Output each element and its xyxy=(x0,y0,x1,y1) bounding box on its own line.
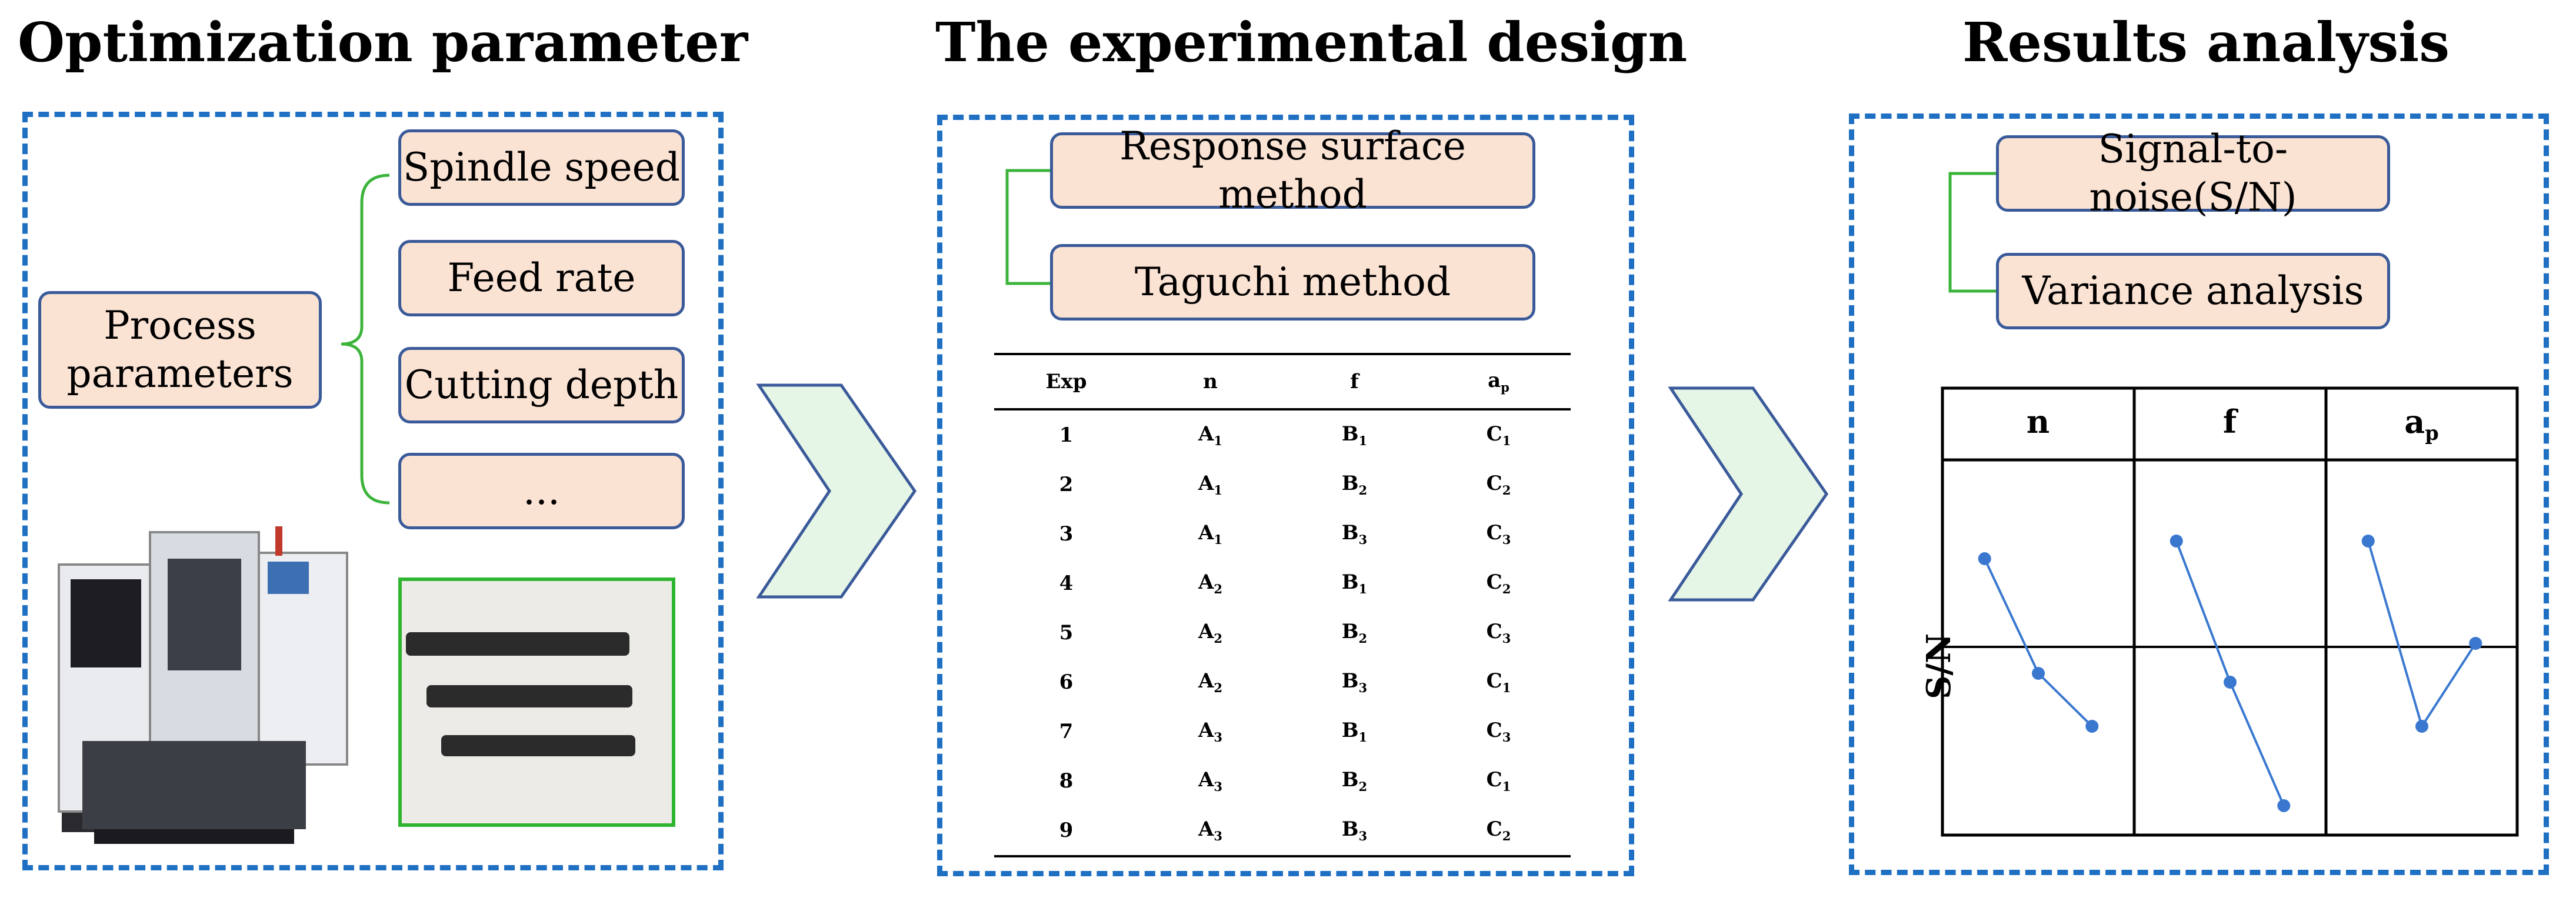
table-cell: C3 xyxy=(1486,521,1511,547)
table-row: 3 A1 B3 C3 xyxy=(994,509,1571,559)
method-signal-to-noise: Signal-to-noise(S/N) xyxy=(1996,126,2390,220)
table-cell: B3 xyxy=(1341,669,1368,695)
table-header-row: Exp n f ap xyxy=(994,354,1571,409)
grid-header-ap: ap xyxy=(2404,403,2439,445)
table-cell: A3 xyxy=(1198,817,1223,843)
table-row: 7 A3 B1 C3 xyxy=(994,707,1571,756)
title-results-analysis: Results analysis xyxy=(1962,11,2450,74)
panel-experimental-design xyxy=(937,115,1634,876)
table-cell: A3 xyxy=(1198,768,1223,794)
grid-header-n: n xyxy=(2026,403,2050,440)
param-more: ... xyxy=(398,453,685,529)
table-row: 4 A2 B1 C2 xyxy=(994,559,1571,608)
grid-header-f: f xyxy=(2222,403,2237,440)
param-spindle-speed: Spindle speed xyxy=(398,129,685,206)
table-cell: A1 xyxy=(1198,521,1223,547)
table-cell: B2 xyxy=(1341,472,1368,498)
table-cell: C1 xyxy=(1486,669,1511,695)
table-header-cell: f xyxy=(1350,370,1359,393)
table-cell: B1 xyxy=(1341,719,1368,745)
panel-optimization xyxy=(22,112,724,870)
y-axis-label: S/N xyxy=(1919,633,1959,700)
panel-results xyxy=(1849,114,2549,875)
table-cell: C3 xyxy=(1486,719,1511,745)
process-parameters-box: Process parameters xyxy=(38,291,322,409)
table-cell: A1 xyxy=(1198,422,1223,448)
table-row: 5 A2 B2 C3 xyxy=(994,608,1571,657)
table-cell: 9 xyxy=(1059,819,1074,842)
table-cell: C3 xyxy=(1486,620,1511,646)
table-row: 8 A3 B2 C1 xyxy=(994,756,1571,806)
table-row: 1 A1 B1 C1 xyxy=(994,409,1571,460)
table-cell: B2 xyxy=(1341,620,1368,646)
table-row: 2 A1 B2 C2 xyxy=(994,460,1571,509)
table-cell: B1 xyxy=(1341,570,1368,596)
table-cell: B3 xyxy=(1341,817,1368,843)
arrow-1 xyxy=(756,383,917,599)
table-cell: A2 xyxy=(1198,669,1223,695)
table-header-cell: ap xyxy=(1488,369,1509,395)
table-cell: B1 xyxy=(1341,422,1368,448)
table-cell: 7 xyxy=(1059,720,1074,743)
table-row: 6 A2 B3 C1 xyxy=(994,657,1571,707)
table-header-cell: n xyxy=(1203,370,1218,393)
table-cell: 8 xyxy=(1059,769,1074,793)
table-cell: A1 xyxy=(1198,472,1223,498)
table-cell: 4 xyxy=(1059,572,1074,595)
table-cell: 3 xyxy=(1059,522,1074,546)
table-header-cell: Exp xyxy=(1045,370,1087,393)
title-optimization-parameter: Optimization parameter xyxy=(18,11,748,74)
table-cell: 6 xyxy=(1059,670,1074,694)
table-cell: B2 xyxy=(1341,768,1368,794)
table-cell: C2 xyxy=(1486,817,1511,843)
table-cell: C2 xyxy=(1486,472,1511,498)
table-cell: 2 xyxy=(1059,473,1074,496)
table-cell: C2 xyxy=(1486,570,1511,596)
table-cell: C1 xyxy=(1486,422,1511,448)
table-cell: C1 xyxy=(1486,768,1511,794)
table-cell: A2 xyxy=(1198,570,1223,596)
arrow-2 xyxy=(1668,386,1829,602)
param-cutting-depth: Cutting depth xyxy=(398,347,685,423)
title-experimental-design: The experimental design xyxy=(935,11,1688,74)
table-row: 9 A3 B3 C2 xyxy=(994,806,1571,856)
param-feed-rate: Feed rate xyxy=(398,240,685,316)
table-cell: 1 xyxy=(1059,423,1074,447)
table-cell: A2 xyxy=(1198,620,1223,646)
method-response-surface: Response surface method xyxy=(1050,123,1535,217)
method-taguchi: Taguchi method xyxy=(1050,244,1535,321)
table-cell: A3 xyxy=(1198,719,1223,745)
table-cell: B3 xyxy=(1341,521,1368,547)
table-cell: 5 xyxy=(1059,621,1074,645)
method-variance-analysis: Variance analysis xyxy=(1996,253,2390,329)
